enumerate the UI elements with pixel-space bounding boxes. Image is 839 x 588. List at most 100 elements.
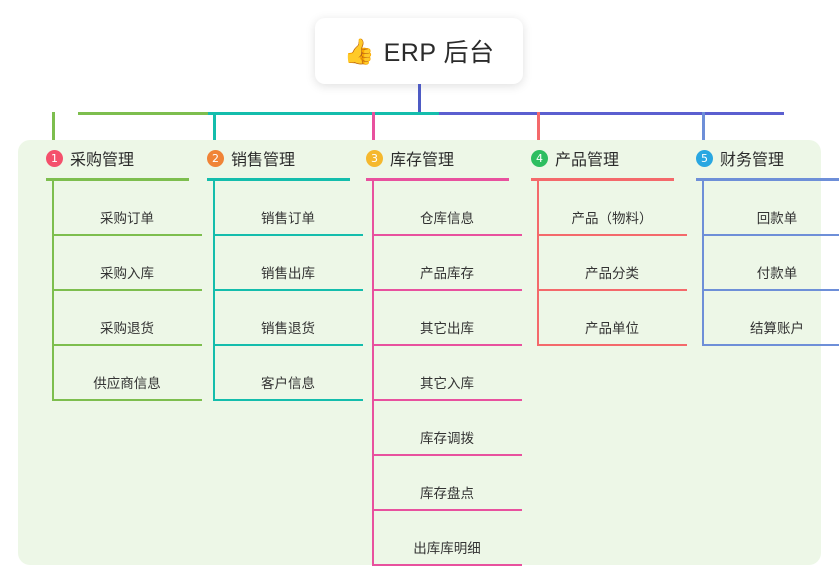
branch-underline-2: [207, 178, 350, 181]
branch-item-underline: [372, 564, 522, 566]
branch-title-3: 库存管理: [390, 152, 455, 169]
branch-item-underline: [52, 399, 202, 401]
branch-item[interactable]: 付款单: [702, 236, 839, 291]
trunk-green: [78, 112, 208, 115]
branch-column-5: 5 财务管理回款单付款单结算账户: [692, 146, 839, 346]
branch-underline-5: [696, 178, 839, 181]
branch-item[interactable]: 仓库信息: [372, 181, 522, 236]
branch-item-label: 其它入库: [420, 376, 474, 391]
branch-item-label: 采购退货: [100, 321, 154, 336]
branch-item-underline: [702, 234, 839, 236]
branch-underline-3: [366, 178, 509, 181]
branch-item-label: 出库库明细: [413, 541, 481, 556]
branch-column-1: 1 采购管理采购订单采购入库采购退货供应商信息: [42, 146, 202, 401]
branch-item[interactable]: 产品分类: [537, 236, 687, 291]
branch-item[interactable]: 产品库存: [372, 236, 522, 291]
branch-item[interactable]: 供应商信息: [52, 346, 202, 401]
branch-item-label: 销售订单: [261, 211, 315, 226]
branch-item-underline: [537, 289, 687, 291]
branch-item-underline: [372, 509, 522, 511]
branch-header-1[interactable]: 1 采购管理: [42, 146, 202, 170]
branch-item-label: 供应商信息: [93, 376, 161, 391]
branch-title-2: 销售管理: [231, 152, 296, 169]
branch-item-label: 产品单位: [585, 321, 639, 336]
branch-item[interactable]: 采购订单: [52, 181, 202, 236]
branch-item-list-4: 产品（物料） 产品分类产品单位: [537, 181, 687, 346]
branch-item-underline: [702, 344, 839, 346]
branch-item-underline: [213, 234, 363, 236]
branch-item-underline: [213, 289, 363, 291]
branch-item-list-3: 仓库信息产品库存其它出库其它入库库存调拨库存盘点出库库明细: [372, 181, 522, 566]
branch-item[interactable]: 销售退货: [213, 291, 363, 346]
branch-item-underline: [372, 399, 522, 401]
branch-item[interactable]: 回款单: [702, 181, 839, 236]
branch-item-label: 产品分类: [585, 266, 639, 281]
branch-title-1: 采购管理: [70, 152, 135, 169]
branch-column-2: 2 销售管理销售订单销售出库销售退货客户信息: [203, 146, 363, 401]
branch-item[interactable]: 销售出库: [213, 236, 363, 291]
branch-header-5[interactable]: 5 财务管理: [692, 146, 839, 170]
branch-column-3: 3 库存管理仓库信息产品库存其它出库其它入库库存调拨库存盘点出库库明细: [362, 146, 522, 566]
branch-spine-3: [372, 181, 374, 566]
branch-item-label: 付款单: [756, 266, 798, 281]
branch-item-label: 结算账户: [750, 321, 804, 336]
branch-item-underline: [537, 234, 687, 236]
branch-item-label: 库存盘点: [420, 486, 474, 501]
branch-item-list-1: 采购订单采购入库采购退货供应商信息: [52, 181, 202, 401]
branch-item-underline: [213, 344, 363, 346]
branch-item-underline: [52, 234, 202, 236]
branch-item[interactable]: 其它出库: [372, 291, 522, 346]
branch-item[interactable]: 采购入库: [52, 236, 202, 291]
branch-item[interactable]: 结算账户: [702, 291, 839, 346]
branch-item-label: 采购入库: [100, 266, 154, 281]
thumbs-up-icon: 👍: [343, 36, 375, 66]
branch-item-label: 客户信息: [261, 376, 315, 391]
branch-item-label: 仓库信息: [420, 211, 474, 226]
branch-badge-1: 1: [46, 149, 63, 167]
branch-title-5: 财务管理: [720, 152, 785, 169]
branch-item-underline: [372, 454, 522, 456]
branch-item-underline: [372, 344, 522, 346]
branch-item[interactable]: 产品单位: [537, 291, 687, 346]
branch-badge-5: 5: [696, 149, 713, 167]
branch-item[interactable]: 销售订单: [213, 181, 363, 236]
branch-item-underline: [372, 234, 522, 236]
branch-item-label: 其它出库: [420, 321, 474, 336]
branch-spine-1: [52, 181, 54, 401]
branch-item[interactable]: 库存调拨: [372, 401, 522, 456]
branch-underline-1: [46, 178, 189, 181]
branch-item-underline: [52, 289, 202, 291]
branches-panel: [18, 140, 821, 565]
branch-item[interactable]: 其它入库: [372, 346, 522, 401]
branch-spine-4: [537, 181, 539, 346]
branch-item-list-5: 回款单付款单结算账户: [702, 181, 839, 346]
branch-item[interactable]: 出库库明细: [372, 511, 522, 566]
branch-item-label: 回款单: [756, 211, 798, 226]
branch-item-label: 库存调拨: [420, 431, 474, 446]
branch-item-label: 销售退货: [261, 321, 315, 336]
branch-badge-4: 4: [531, 149, 548, 167]
branch-item[interactable]: 客户信息: [213, 346, 363, 401]
trunk-teal: [208, 112, 439, 115]
branch-item-underline: [213, 399, 363, 401]
branch-item-label: 产品（物料）: [571, 211, 653, 226]
branch-underline-4: [531, 178, 674, 181]
branch-badge-2: 2: [207, 149, 224, 167]
branch-item-label: 销售出库: [261, 266, 315, 281]
branch-item-underline: [702, 289, 839, 291]
root-stem-line: [418, 84, 421, 115]
branch-item[interactable]: 库存盘点: [372, 456, 522, 511]
trunk-blue: [439, 112, 784, 115]
branch-item-underline: [372, 289, 522, 291]
branch-item[interactable]: 采购退货: [52, 291, 202, 346]
root-node[interactable]: 👍 ERP 后台: [315, 18, 523, 84]
branch-header-2[interactable]: 2 销售管理: [203, 146, 363, 170]
branch-item[interactable]: 产品（物料）: [537, 181, 687, 236]
branch-item-list-2: 销售订单销售出库销售退货客户信息: [213, 181, 363, 401]
branch-spine-2: [213, 181, 215, 401]
branch-item-underline: [537, 344, 687, 346]
branch-header-3[interactable]: 3 库存管理: [362, 146, 522, 170]
root-node-title: ERP 后台: [383, 39, 495, 67]
branch-badge-3: 3: [366, 149, 383, 167]
